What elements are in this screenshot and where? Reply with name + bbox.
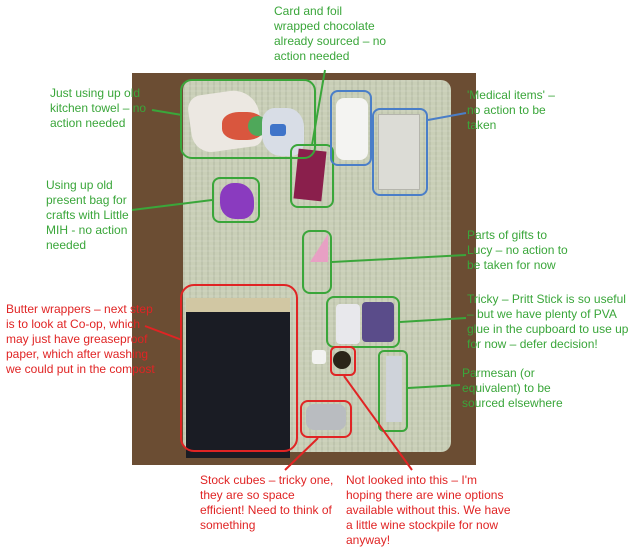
black-butter-wrappers [186, 298, 290, 458]
parmesan-connector [407, 384, 461, 389]
stock-cube-box [300, 400, 352, 438]
parmesan-packet [386, 356, 402, 422]
butter-connector [144, 325, 183, 341]
parmesan-box [378, 350, 408, 432]
pritt-box [326, 296, 400, 348]
gifts-connector [331, 254, 467, 263]
wine-note: Not looked into this – I'm hoping there … [346, 473, 511, 547]
wine-cap [333, 351, 351, 369]
chocolate-connector [311, 69, 326, 146]
stock-cube-foil [306, 404, 346, 430]
kitchen-towel-box [180, 79, 316, 159]
present-bag-connector [131, 199, 213, 211]
purple-bag [220, 183, 254, 219]
pritt-note: Tricky – Pritt Stick is so useful – but … [467, 292, 629, 351]
medical-connector [427, 112, 467, 121]
pritt-connector [399, 317, 467, 323]
kitchen-towel-note: Just using up old kitchen towel – no act… [50, 86, 147, 130]
medical-note: 'Medical items' – no action to be taken [467, 88, 555, 132]
white-foil-piece [312, 350, 326, 364]
blue-wrapper [270, 124, 286, 136]
pva-tube [362, 302, 394, 342]
medical-box-right [372, 108, 428, 196]
kitchen-towel-connector [151, 109, 183, 116]
medical-box-left [330, 90, 372, 166]
stock-cube-connector [284, 437, 319, 471]
pritt-stick [336, 304, 360, 344]
gifts-box [302, 230, 332, 294]
present-bag-note: Using up old present bag for crafts with… [46, 178, 129, 252]
butter-note: Butter wrappers – next step is to look a… [6, 302, 155, 376]
blister-pack [378, 114, 420, 190]
butter-box [180, 284, 298, 452]
wine-box [330, 346, 356, 376]
present-bag-box [212, 177, 260, 223]
chocolate-note: Card and foil wrapped chocolate already … [274, 4, 387, 63]
parmesan-note: Parmesan (or equivalent) to be sourced e… [462, 366, 563, 410]
gifts-note: Parts of gifts to Lucy – no action to be… [467, 228, 568, 272]
wine-connector [343, 375, 413, 471]
medical-tissue [336, 98, 368, 160]
stock-cube-note: Stock cubes – tricky one, they are so sp… [200, 473, 334, 532]
